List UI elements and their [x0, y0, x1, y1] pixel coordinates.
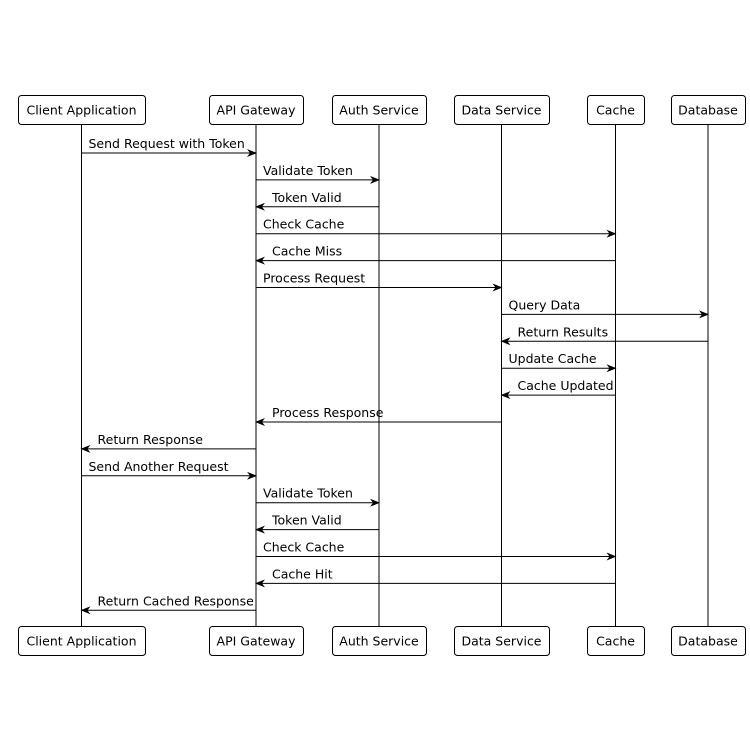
participant-label: API Gateway [217, 634, 297, 649]
message-label: Send Request with Token [89, 136, 245, 151]
participant-box [454, 626, 550, 656]
participant-label: Database [678, 103, 738, 118]
message-label: Validate Token [263, 163, 353, 178]
participant-label: Cache [596, 103, 635, 118]
participant-box [454, 95, 550, 125]
participant-label: API Gateway [217, 103, 297, 118]
message-label: Check Cache [263, 540, 345, 555]
message-label: Query Data [509, 297, 581, 312]
message-label: Cache Updated [518, 378, 614, 393]
message-label: Token Valid [271, 190, 342, 205]
participant-label: Data Service [461, 634, 541, 649]
participant-box [209, 95, 304, 125]
message-label: Send Another Request [89, 459, 229, 474]
participant-box [18, 95, 146, 125]
participant-label: Client Application [26, 103, 136, 118]
participant-box [587, 626, 645, 656]
message-label: Cache Hit [272, 566, 333, 581]
message-label: Cache Miss [272, 244, 342, 259]
participant-label: Cache [596, 634, 635, 649]
participant-box [671, 626, 746, 656]
participant-box [332, 95, 427, 125]
message-label: Return Cached Response [98, 593, 255, 608]
participant-box [209, 626, 304, 656]
participant-box [332, 626, 427, 656]
message-label: Return Response [98, 432, 204, 447]
participant-box [587, 95, 645, 125]
message-label: Check Cache [263, 217, 345, 232]
participant-label: Client Application [26, 634, 136, 649]
participant-label: Data Service [461, 103, 541, 118]
message-label: Token Valid [271, 513, 342, 528]
participant-box [671, 95, 746, 125]
participant-label: Database [678, 634, 738, 649]
message-label: Process Response [272, 405, 384, 420]
message-label: Update Cache [509, 351, 597, 366]
participant-label: Auth Service [339, 634, 419, 649]
message-label: Process Request [263, 271, 365, 286]
participant-box [18, 626, 146, 656]
participant-label: Auth Service [339, 103, 419, 118]
message-label: Return Results [518, 324, 609, 339]
message-label: Validate Token [263, 486, 353, 501]
